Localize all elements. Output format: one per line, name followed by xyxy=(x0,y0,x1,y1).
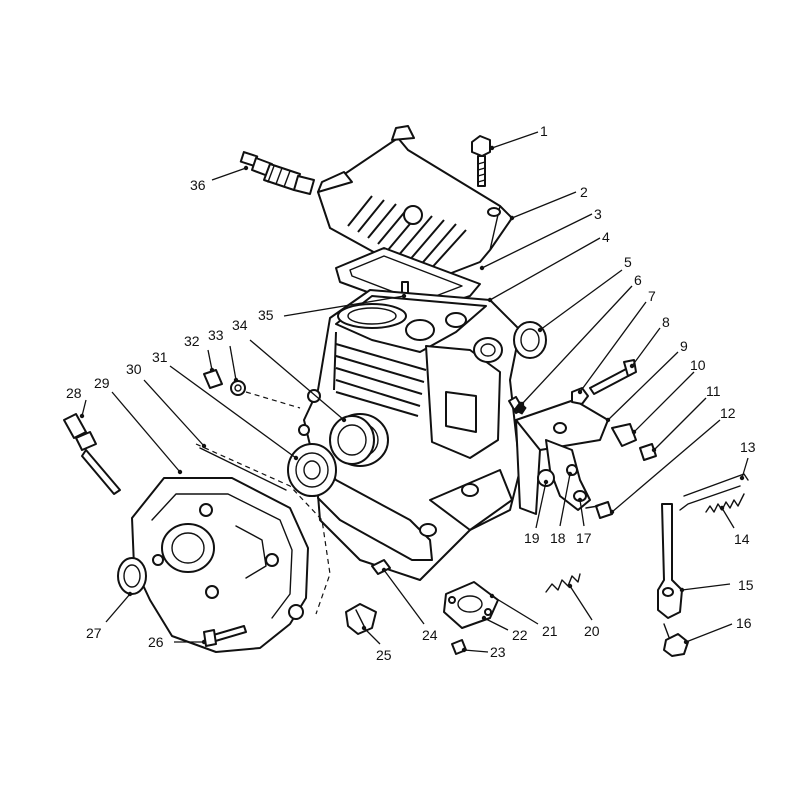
callout-33: 33 xyxy=(208,327,224,343)
callout-26: 26 xyxy=(148,634,164,650)
callout-11: 11 xyxy=(706,383,721,399)
callout-8: 8 xyxy=(662,314,670,330)
dowel-pin xyxy=(371,559,391,575)
callout-22: 22 xyxy=(512,627,528,643)
callout-30: 30 xyxy=(126,361,142,377)
callout-28: 28 xyxy=(66,385,82,401)
governor-lever xyxy=(657,503,683,641)
callout-12: 12 xyxy=(720,405,736,421)
callout-7: 7 xyxy=(648,288,656,304)
washer-33 xyxy=(230,380,246,396)
callout-10: 10 xyxy=(690,357,706,373)
callout-labels: 1 2 3 4 5 6 7 8 9 10 11 12 13 14 15 16 1… xyxy=(66,123,756,663)
head-bolt xyxy=(471,135,491,187)
oil-seal-lower xyxy=(117,557,147,595)
callout-20: 20 xyxy=(584,623,600,639)
link-rod xyxy=(679,473,749,511)
callout-14: 14 xyxy=(734,531,750,547)
crankcase-cover xyxy=(131,477,309,653)
callout-29: 29 xyxy=(94,375,110,391)
nut-7 xyxy=(571,387,589,405)
governor-bracket xyxy=(515,399,637,515)
callout-36: 36 xyxy=(190,177,206,193)
spark-plug xyxy=(239,151,315,195)
callout-6: 6 xyxy=(634,272,642,288)
callout-23: 23 xyxy=(490,644,506,660)
callout-2: 2 xyxy=(580,184,588,200)
callout-13: 13 xyxy=(740,439,756,455)
cover-bolt xyxy=(203,625,247,647)
oil-seal-upper xyxy=(513,321,547,359)
callout-16: 16 xyxy=(736,615,752,631)
lever-nut xyxy=(663,633,689,657)
bolt-8 xyxy=(589,359,637,395)
callout-9: 9 xyxy=(680,338,688,354)
bearing-31 xyxy=(287,443,337,497)
callout-3: 3 xyxy=(594,206,602,222)
callout-4: 4 xyxy=(602,229,610,245)
callout-35: 35 xyxy=(258,307,274,323)
plug-dash-line xyxy=(245,391,301,409)
plug-32 xyxy=(203,369,223,389)
callout-5: 5 xyxy=(624,254,632,270)
drain-plug xyxy=(345,603,377,635)
callout-21: 21 xyxy=(542,623,558,639)
callout-25: 25 xyxy=(376,647,392,663)
leader-lines xyxy=(79,131,749,653)
callout-19: 19 xyxy=(524,530,540,546)
governor-spring xyxy=(705,493,745,513)
dipstick xyxy=(63,413,121,495)
bearing-34 xyxy=(329,415,375,465)
callout-32: 32 xyxy=(184,333,200,349)
screw-12 xyxy=(585,501,613,519)
callout-15: 15 xyxy=(738,577,754,593)
screw-11 xyxy=(639,443,657,461)
callout-27: 27 xyxy=(86,625,102,641)
crankcase-gasket xyxy=(195,443,331,615)
callout-18: 18 xyxy=(550,530,566,546)
cylinder-head xyxy=(317,125,513,283)
callout-17: 17 xyxy=(576,530,592,546)
callout-1: 1 xyxy=(540,123,548,139)
callout-31: 31 xyxy=(152,349,168,365)
callout-34: 34 xyxy=(232,317,248,333)
callout-24: 24 xyxy=(422,627,438,643)
return-spring xyxy=(545,573,581,593)
